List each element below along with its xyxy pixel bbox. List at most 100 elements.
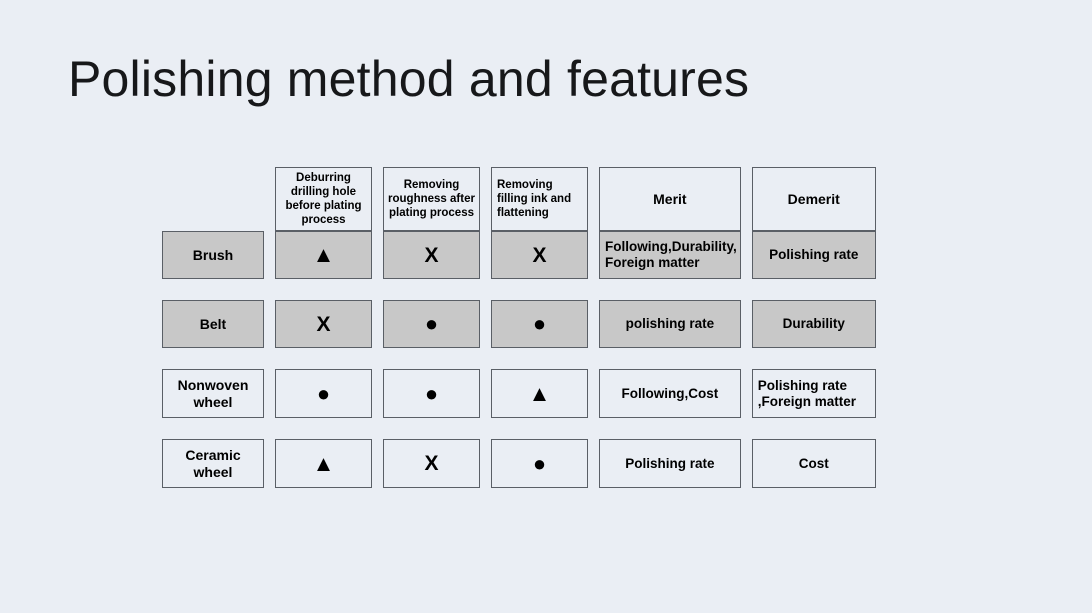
cell-brush-deburring: ▲ bbox=[275, 231, 372, 279]
gap-cell bbox=[264, 348, 275, 369]
gap-cell bbox=[480, 348, 491, 369]
row-spacer bbox=[480, 369, 491, 418]
rating-mark-triangle: ▲ bbox=[312, 450, 335, 476]
gap-cell bbox=[491, 348, 588, 369]
row-spacer bbox=[264, 369, 275, 418]
cell-nonwoven-merit: Following,Cost bbox=[599, 369, 741, 418]
table-row-ceramic-wheel[interactable]: Ceramic wheel ▲ X bbox=[162, 439, 876, 488]
cell-nonwoven-deburring: ● bbox=[275, 369, 372, 418]
method-label-belt: Belt bbox=[199, 315, 227, 332]
demerit-text-belt: Durability bbox=[782, 316, 845, 332]
row-spacer bbox=[372, 231, 383, 279]
cell-belt-roughness: ● bbox=[383, 300, 480, 348]
gap-cell bbox=[275, 348, 372, 369]
gap-cell bbox=[588, 279, 599, 300]
cell-brush-roughness: X bbox=[383, 231, 480, 279]
gap-cell bbox=[383, 279, 480, 300]
gap-cell bbox=[752, 279, 876, 300]
gap-cell bbox=[741, 418, 752, 439]
cell-belt-demerit: Durability bbox=[751, 300, 876, 348]
rating-mark-circle: ● bbox=[424, 380, 439, 406]
cell-method-ceramic-wheel: Ceramic wheel bbox=[162, 439, 264, 488]
row-spacer bbox=[264, 231, 275, 279]
gap-cell bbox=[491, 279, 588, 300]
method-label-ceramic-wheel: Ceramic wheel bbox=[185, 447, 241, 480]
cell-nonwoven-roughness: ● bbox=[383, 369, 480, 418]
gap-cell bbox=[480, 279, 491, 300]
row-spacer bbox=[480, 300, 491, 348]
merit-text-ceramic-wheel: Polishing rate bbox=[625, 455, 715, 471]
rating-mark-triangle: ▲ bbox=[312, 242, 335, 267]
cell-belt-merit: polishing rate bbox=[599, 300, 741, 348]
comparison-matrix: Deburring drilling hole before plating p… bbox=[162, 167, 876, 488]
cell-brush-ink: X bbox=[491, 231, 588, 279]
gap-cell bbox=[383, 418, 480, 439]
header-spacer-4 bbox=[588, 167, 599, 231]
row-spacer bbox=[741, 369, 752, 418]
header-label-merit: Merit bbox=[653, 190, 687, 207]
row-spacer bbox=[588, 231, 599, 279]
demerit-text-ceramic-wheel: Cost bbox=[798, 455, 829, 471]
header-cell-demerit: Demerit bbox=[751, 167, 876, 231]
cell-brush-demerit: Polishing rate bbox=[751, 231, 876, 279]
gap-cell bbox=[588, 418, 599, 439]
header-label-deburring: Deburring drilling hole before plating p… bbox=[285, 171, 362, 227]
cell-brush-merit: Following,Durability, Foreign matter bbox=[599, 231, 741, 279]
header-cell-roughness: Removing roughness after plating process bbox=[383, 167, 480, 231]
merit-text-nonwoven-wheel: Following,Cost bbox=[621, 385, 719, 401]
rating-mark-cross: X bbox=[424, 243, 439, 267]
header-label-roughness: Removing roughness after plating process bbox=[388, 178, 475, 220]
cell-nonwoven-ink: ▲ bbox=[491, 369, 588, 418]
gap-cell bbox=[275, 418, 372, 439]
cell-method-belt: Belt bbox=[162, 300, 264, 348]
cell-ceramic-deburring: ▲ bbox=[275, 439, 372, 488]
rating-mark-circle: ● bbox=[316, 380, 331, 406]
cell-ceramic-roughness: X bbox=[383, 439, 480, 488]
gap-cell bbox=[264, 418, 275, 439]
rating-mark-triangle: ▲ bbox=[528, 380, 551, 406]
header-cell-merit: Merit bbox=[599, 167, 741, 231]
row-spacer bbox=[372, 300, 383, 348]
cell-belt-deburring: X bbox=[275, 300, 372, 348]
row-spacer bbox=[588, 369, 599, 418]
gap-cell bbox=[372, 348, 383, 369]
header-spacer-5 bbox=[741, 167, 752, 231]
gap-cell bbox=[162, 279, 264, 300]
gap-cell bbox=[275, 279, 372, 300]
table-row-belt[interactable]: Belt X ● ● bbox=[162, 300, 876, 348]
row-spacer bbox=[588, 439, 599, 488]
gap-cell bbox=[162, 348, 264, 369]
rating-mark-circle: ● bbox=[532, 450, 547, 476]
cell-method-nonwoven-wheel: Nonwoven wheel bbox=[162, 369, 264, 418]
row-spacer bbox=[588, 300, 599, 348]
table-gap-row bbox=[162, 348, 876, 369]
method-label-brush: Brush bbox=[192, 246, 234, 263]
rating-mark-cross: X bbox=[424, 452, 439, 475]
gap-cell bbox=[383, 348, 480, 369]
row-spacer bbox=[372, 369, 383, 418]
header-spacer-2 bbox=[372, 167, 383, 231]
rating-mark-cross: X bbox=[532, 243, 547, 267]
row-spacer bbox=[480, 439, 491, 488]
row-spacer bbox=[480, 231, 491, 279]
gap-cell bbox=[752, 418, 876, 439]
gap-cell bbox=[372, 418, 383, 439]
demerit-text-brush: Polishing rate bbox=[769, 247, 859, 263]
table-row-nonwoven-wheel[interactable]: Nonwoven wheel ● ● bbox=[162, 369, 876, 418]
table-header-row: Deburring drilling hole before plating p… bbox=[162, 167, 876, 231]
header-cell-ink: Removing filling ink and flattening bbox=[491, 167, 588, 231]
table-gap-row bbox=[162, 418, 876, 439]
polishing-comparison-table: Deburring drilling hole before plating p… bbox=[162, 167, 876, 488]
gap-cell bbox=[599, 348, 741, 369]
gap-cell bbox=[741, 348, 752, 369]
gap-cell bbox=[162, 418, 264, 439]
cell-nonwoven-demerit: Polishing rate ,Foreign matter bbox=[751, 369, 876, 418]
row-spacer bbox=[264, 300, 275, 348]
merit-text-belt: polishing rate bbox=[625, 316, 715, 332]
header-label-demerit: Demerit bbox=[787, 190, 840, 207]
cell-method-brush: Brush bbox=[162, 231, 264, 279]
rating-mark-circle: ● bbox=[532, 311, 547, 336]
table-row-brush[interactable]: Brush ▲ X X bbox=[162, 231, 876, 279]
row-spacer bbox=[741, 231, 752, 279]
